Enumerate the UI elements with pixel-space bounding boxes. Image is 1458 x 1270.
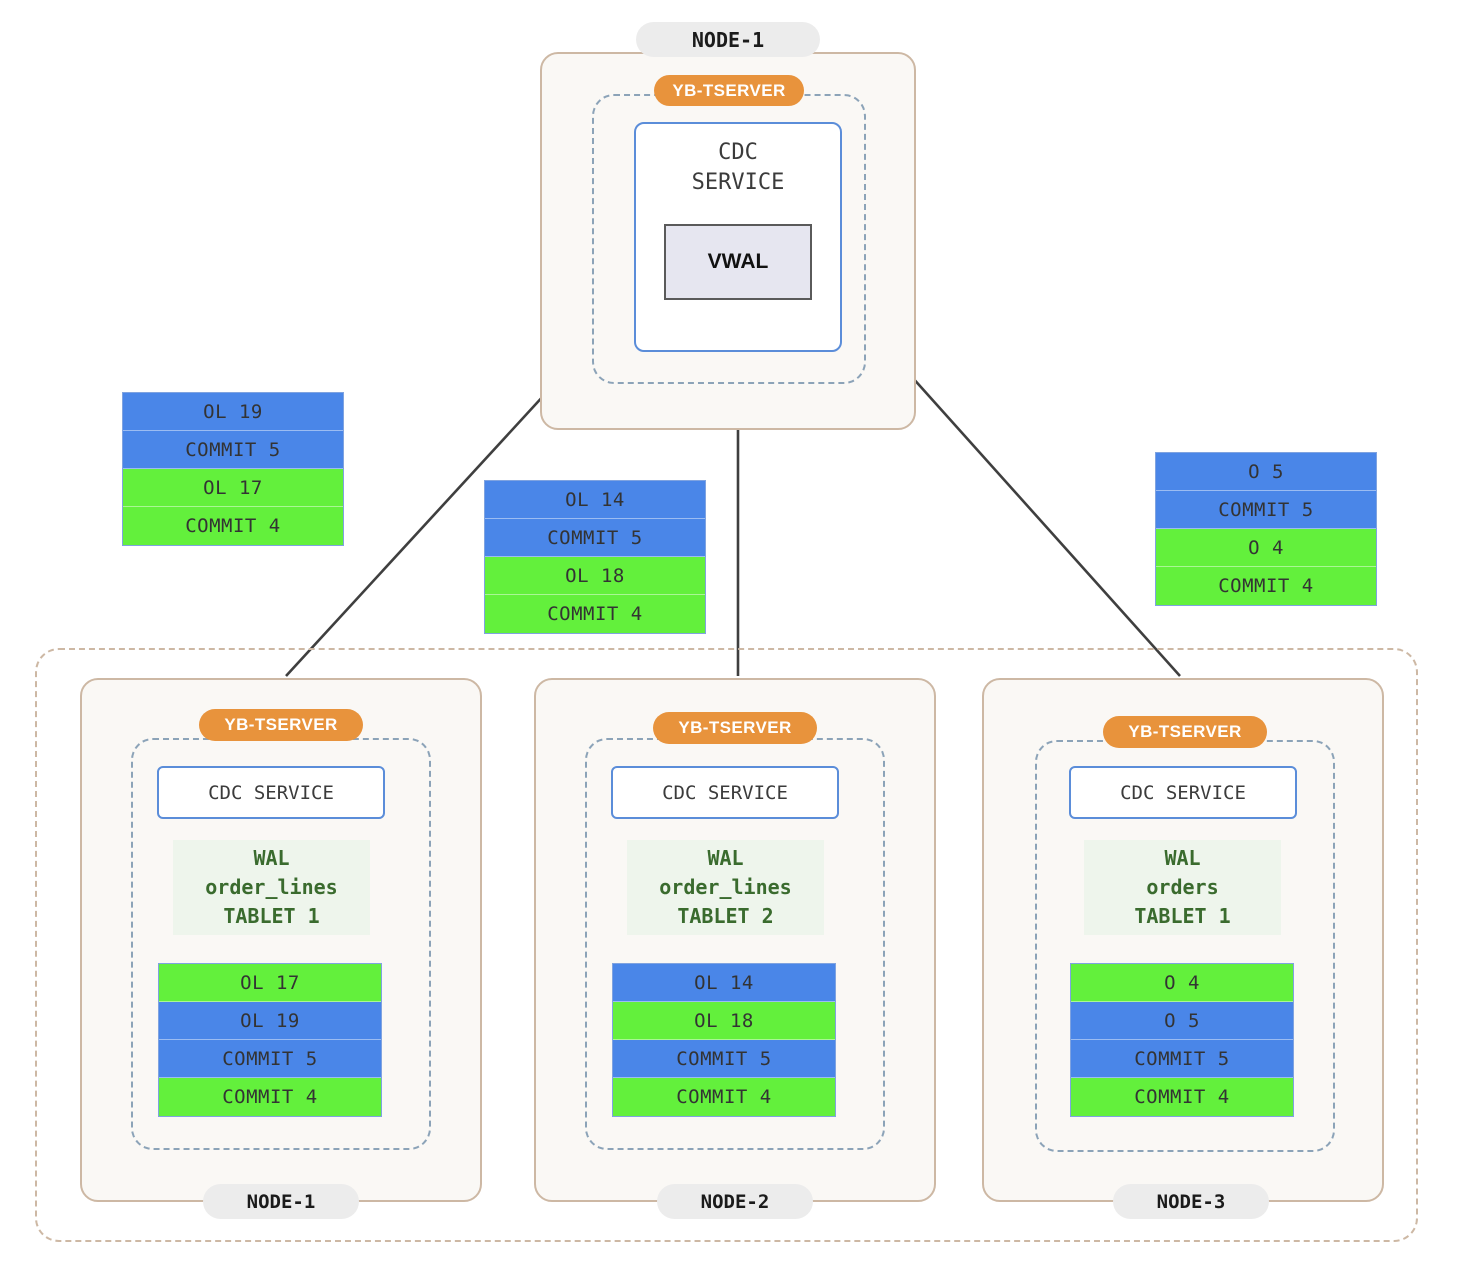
- wal-block-3-line3: TABLET 1: [1134, 904, 1231, 928]
- bottom-tserver-label-3: YB-TSERVER: [1103, 716, 1267, 748]
- stack-right-record: O 5: [1156, 453, 1376, 491]
- stack-middle-record: COMMIT 5: [485, 519, 705, 557]
- stack-bottom-1-record-label: COMMIT 5: [222, 1047, 318, 1070]
- top-node-label: NODE-1: [636, 22, 820, 57]
- stack-right-record-label: O 5: [1248, 460, 1284, 483]
- stack-bottom-2-record-label: COMMIT 4: [676, 1086, 772, 1108]
- cluster-boundary: [35, 648, 1418, 1242]
- stack-middle-record-label: COMMIT 4: [547, 603, 643, 625]
- bottom-node-label-3-text: NODE-3: [1156, 1190, 1226, 1213]
- wal-block-2-line1: WAL: [707, 846, 744, 870]
- stack-bottom-3-record: COMMIT 5: [1071, 1040, 1293, 1078]
- stack-bottom-1-record: OL 17: [159, 964, 381, 1002]
- stack-middle-record-label: OL 14: [565, 488, 625, 511]
- stack-bottom-2-record: COMMIT 4: [613, 1078, 835, 1116]
- stack-bottom-1-record: OL 19: [159, 1002, 381, 1040]
- bottom-node-label-2-text: NODE-2: [700, 1190, 770, 1213]
- stack-right-record-label: COMMIT 4: [1218, 575, 1314, 597]
- bottom-cdc-service-3: CDC SERVICE: [1069, 766, 1297, 819]
- stack-bottom-2-record: OL 14: [613, 964, 835, 1002]
- wal-block-1-line2: order_lines: [205, 875, 338, 899]
- top-cdc-service-label: CDC SERVICE: [691, 140, 785, 195]
- stack-bottom-3-record: O 4: [1071, 964, 1293, 1002]
- bottom-cdc-service-3-label: CDC SERVICE: [1120, 781, 1246, 804]
- stack-bottom-3-record-label: COMMIT 4: [1134, 1086, 1230, 1108]
- stack-right-record-label: COMMIT 5: [1218, 498, 1314, 521]
- bottom-cdc-service-2: CDC SERVICE: [611, 766, 839, 819]
- stack-middle-record-label: COMMIT 5: [547, 526, 643, 549]
- stack-bottom-3-record: O 5: [1071, 1002, 1293, 1040]
- wal-block-3-line1: WAL: [1164, 846, 1201, 870]
- bottom-node-label-3: NODE-3: [1113, 1184, 1269, 1219]
- wal-block-1: WAL order_lines TABLET 1: [173, 840, 370, 935]
- stack-right-record: COMMIT 4: [1156, 567, 1376, 605]
- wal-block-2-line3: TABLET 2: [677, 904, 774, 928]
- stack-bottom-2: OL 14 OL 18 COMMIT 5 COMMIT 4: [612, 963, 836, 1117]
- bottom-node-label-1-text: NODE-1: [246, 1190, 316, 1213]
- top-node-label-text: NODE-1: [691, 27, 765, 52]
- vwal-label: VWAL: [707, 250, 769, 273]
- bottom-cdc-service-1-label: CDC SERVICE: [208, 781, 334, 804]
- stack-bottom-2-record: OL 18: [613, 1002, 835, 1040]
- stack-bottom-1-record-label: COMMIT 4: [222, 1086, 318, 1108]
- wal-block-3: WAL orders TABLET 1: [1084, 840, 1281, 935]
- wal-block-2: WAL order_lines TABLET 2: [627, 840, 824, 935]
- stack-bottom-3-record: COMMIT 4: [1071, 1078, 1293, 1116]
- bottom-node-label-2: NODE-2: [657, 1184, 813, 1219]
- stack-bottom-1-record: COMMIT 4: [159, 1078, 381, 1116]
- stack-bottom-2-record-label: OL 18: [694, 1009, 754, 1032]
- bottom-node-label-1: NODE-1: [203, 1184, 359, 1219]
- stack-middle-record: OL 18: [485, 557, 705, 595]
- bottom-tserver-label-1-text: YB-TSERVER: [224, 715, 338, 734]
- stack-bottom-2-record-label: OL 14: [694, 971, 754, 994]
- stack-left-record: COMMIT 4: [123, 507, 343, 545]
- top-tserver-label-text: YB-TSERVER: [672, 80, 786, 100]
- stack-left-record: OL 17: [123, 469, 343, 507]
- top-tserver-label: YB-TSERVER: [654, 75, 804, 106]
- stack-left-record-label: COMMIT 4: [185, 515, 281, 537]
- bottom-cdc-service-1: CDC SERVICE: [157, 766, 385, 819]
- stack-right: O 5 COMMIT 5 O 4 COMMIT 4: [1155, 452, 1377, 606]
- wal-block-1-line1: WAL: [253, 846, 290, 870]
- stack-left-record-label: OL 17: [203, 476, 263, 499]
- stack-bottom-1-record: COMMIT 5: [159, 1040, 381, 1078]
- stack-bottom-2-record-label: COMMIT 5: [676, 1047, 772, 1070]
- stack-bottom-1-record-label: OL 19: [240, 1009, 300, 1032]
- stack-middle-record-label: OL 18: [565, 564, 625, 587]
- wal-block-3-line2: orders: [1146, 875, 1219, 899]
- stack-left-record: COMMIT 5: [123, 431, 343, 469]
- stack-left-record-label: COMMIT 5: [185, 438, 281, 461]
- stack-bottom-1: OL 17 OL 19 COMMIT 5 COMMIT 4: [158, 963, 382, 1117]
- wal-block-1-line3: TABLET 1: [223, 904, 320, 928]
- stack-left: OL 19 COMMIT 5 OL 17 COMMIT 4: [122, 392, 344, 546]
- wal-block-2-line2: order_lines: [659, 875, 792, 899]
- stack-middle: OL 14 COMMIT 5 OL 18 COMMIT 4: [484, 480, 706, 634]
- stack-bottom-3-record-label: COMMIT 5: [1134, 1047, 1230, 1070]
- stack-middle-record: OL 14: [485, 481, 705, 519]
- vwal-box: VWAL: [664, 224, 812, 300]
- stack-bottom-1-record-label: OL 17: [240, 971, 300, 994]
- stack-bottom-2-record: COMMIT 5: [613, 1040, 835, 1078]
- stack-bottom-3-record-label: O 4: [1164, 971, 1200, 994]
- stack-right-record-label: O 4: [1248, 536, 1284, 559]
- bottom-tserver-label-2-text: YB-TSERVER: [678, 718, 792, 737]
- bottom-tserver-label-1: YB-TSERVER: [199, 709, 363, 741]
- stack-middle-record: COMMIT 4: [485, 595, 705, 633]
- bottom-cdc-service-2-label: CDC SERVICE: [662, 781, 788, 804]
- stack-bottom-3-record-label: O 5: [1164, 1009, 1200, 1032]
- bottom-tserver-label-3-text: YB-TSERVER: [1128, 722, 1242, 741]
- stack-left-record-label: OL 19: [203, 400, 263, 423]
- bottom-node-card-2: [534, 678, 936, 1202]
- bottom-node-card-1: [80, 678, 482, 1202]
- stack-right-record: O 4: [1156, 529, 1376, 567]
- stack-bottom-3: O 4 O 5 COMMIT 5 COMMIT 4: [1070, 963, 1294, 1117]
- stack-right-record: COMMIT 5: [1156, 491, 1376, 529]
- bottom-tserver-label-2: YB-TSERVER: [653, 712, 817, 744]
- stack-left-record: OL 19: [123, 393, 343, 431]
